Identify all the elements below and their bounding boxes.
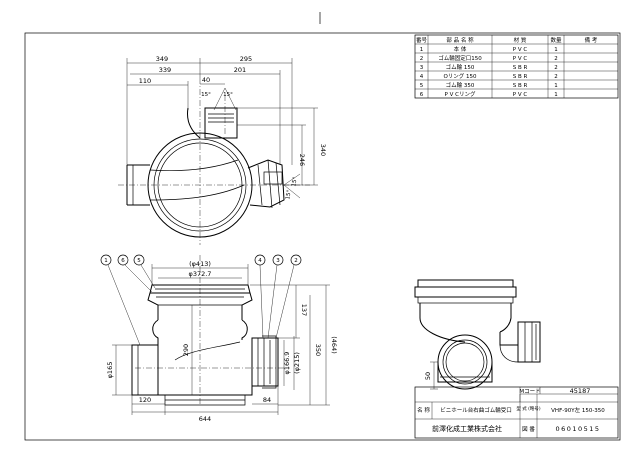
- table-row-qty: 2: [554, 74, 558, 80]
- name-label: 名 称: [417, 406, 430, 414]
- table-header-no: 番号: [416, 37, 428, 44]
- company-name: 前澤化成工業株式会社: [432, 424, 502, 433]
- table-row-name: ゴム輪固定口150: [438, 54, 482, 62]
- dim-413: (φ413): [189, 260, 211, 268]
- dim-644: 644: [199, 415, 211, 423]
- dim-339: 339: [159, 66, 171, 74]
- table-row-name: ゴム輪 350: [446, 81, 475, 89]
- parts-table: 番号 部 品 名 称 材 質 数量 備 考 1 本 体 P V C 1 2 ゴム…: [414, 34, 619, 99]
- table-row-no: 1: [420, 47, 424, 53]
- table-row-qty: 1: [554, 83, 558, 89]
- title-block: Mコード 45187 名 称 ビニホール台右曲ゴム輪受口 型 式 (略号) VH…: [414, 386, 619, 439]
- angle-label: 15°: [223, 92, 233, 98]
- table-header-qty: 数量: [550, 36, 562, 44]
- dim-166-9: φ166.9: [283, 352, 291, 375]
- callout-6: 6: [121, 258, 125, 264]
- table-row-name: 本 体: [454, 45, 467, 53]
- callout-2: 2: [294, 258, 298, 264]
- callout-3: 3: [276, 258, 280, 264]
- dim-350: 350: [314, 344, 322, 356]
- m-code-label: Mコード: [519, 388, 540, 395]
- dim-246: 246: [298, 154, 306, 166]
- dim-120: 120: [139, 396, 151, 404]
- table-row-qty: 1: [554, 47, 558, 53]
- dim-372-7: φ372.7: [189, 270, 212, 278]
- front-view: 1 6 5 4 3 2 (φ413) φ372.7 137 350 (464: [100, 254, 338, 423]
- table-row-no: 3: [420, 65, 424, 71]
- dim-290: 290: [182, 344, 190, 356]
- callout-4: 4: [258, 258, 262, 264]
- table-row-material: S B R: [513, 65, 528, 71]
- table-row-no: 2: [420, 56, 424, 62]
- dim-165: φ165: [106, 362, 114, 379]
- angle-label: 15°: [291, 176, 299, 187]
- table-row-qty: 2: [554, 56, 558, 62]
- top-view: 349 295 339 201 110 40 15° 15° 340 246 1…: [118, 55, 327, 245]
- table-row-material: P V C: [513, 56, 528, 62]
- table-row-material: S B R: [513, 74, 528, 80]
- dim-340: 340: [319, 144, 327, 156]
- dim-201: 201: [234, 66, 246, 74]
- dim-464: (464): [330, 336, 338, 353]
- table-header-name: 部 品 名 称: [446, 36, 474, 44]
- angle-label: 15°: [201, 92, 211, 98]
- dim-50: 50: [424, 372, 432, 380]
- dim-349: 349: [156, 55, 168, 63]
- table-row-name: Oリング 150: [443, 72, 477, 80]
- callout-5: 5: [137, 258, 141, 264]
- table-row-no: 6: [420, 92, 424, 98]
- drawing-no-label: 図 番: [522, 426, 535, 433]
- callout-1: 1: [104, 258, 108, 264]
- dim-84: 84: [263, 396, 271, 404]
- dim-137: 137: [300, 304, 308, 316]
- table-row-qty: 2: [554, 65, 558, 71]
- table-row-material: S B R: [513, 83, 528, 89]
- drawing-no-value: 06010515: [555, 425, 600, 433]
- table-row-no: 4: [420, 74, 424, 80]
- side-view: 50: [414, 279, 541, 390]
- name-value: ビニホール台右曲ゴム輪受口: [440, 406, 512, 414]
- sheet-border: [24, 32, 621, 441]
- table-header-material: 材 質: [514, 36, 527, 44]
- dim-110: 110: [139, 77, 151, 85]
- table-row-qty: 1: [554, 92, 558, 98]
- angle-label: 15°: [285, 189, 293, 200]
- table-row-no: 5: [420, 83, 424, 89]
- table-row-name: ゴム輪 150: [446, 63, 475, 71]
- m-code-value: 45187: [570, 387, 591, 395]
- table-header-remarks: 備 考: [585, 36, 598, 44]
- type-label: 型 式 (略号): [516, 405, 541, 412]
- table-row-material: P V C: [513, 92, 528, 98]
- dim-40: 40: [202, 76, 210, 84]
- type-value: VHF-90Y左 150-350: [551, 406, 605, 414]
- dim-215: (φ215): [293, 352, 301, 374]
- table-row-material: P V C: [513, 47, 528, 53]
- table-row-name: P V Cリング: [445, 90, 476, 98]
- dim-295: 295: [240, 55, 252, 63]
